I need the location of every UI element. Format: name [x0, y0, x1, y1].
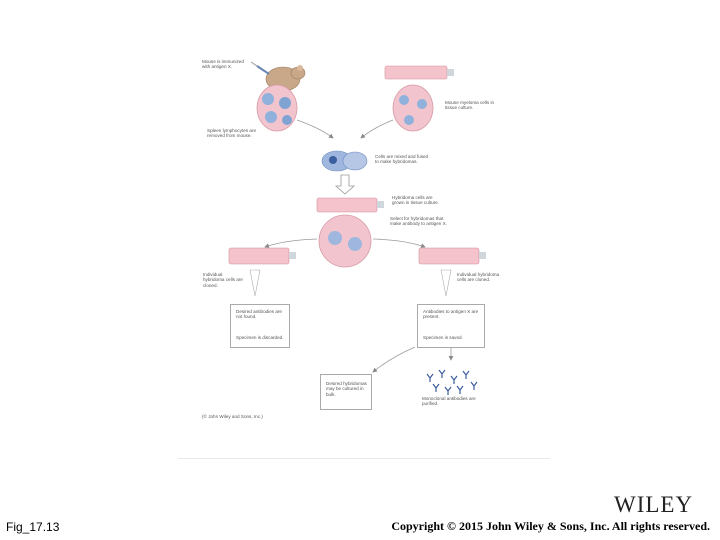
result-box-cultured: Desired hybridomas may be cultured in bu… — [320, 374, 372, 410]
label-present: Antibodies to antigen X are present. — [423, 309, 479, 320]
label-myeloma: Mouse myeloma cells in tissue culture. — [445, 100, 495, 111]
spleen-cell-dish — [257, 85, 297, 131]
label-hybridoma: Hybridoma cells are grown in tissue cult… — [392, 195, 444, 206]
myeloma-culture — [385, 66, 454, 131]
figure-number: Fig_17.13 — [6, 520, 59, 534]
label-select: Select for hybridomas that make antibody… — [390, 216, 448, 227]
hybridoma-culture — [317, 198, 384, 267]
label-individual-left: Individual hybridoma cells are cloned. — [203, 272, 245, 288]
label-fused: Cells are mixed and fused to make hybrid… — [375, 154, 430, 165]
figure-credit: (© John Wiley and Sons, Inc.) — [202, 414, 282, 419]
label-cultured: Desired hybridomas may be cultured in bu… — [326, 381, 368, 397]
monoclonal-antibody-diagram: Mouse is immunized with antigen X. Splee… — [195, 42, 513, 432]
label-mouse: Mouse is immunized with antigen X. — [202, 59, 252, 70]
divider — [178, 458, 550, 459]
label-individual-right: Individual hybridoma cells are cloned. — [457, 272, 507, 283]
label-spleen: Spleen lymphocytes are removed from mous… — [207, 128, 267, 139]
label-not-found: Desired antibodies are not found. — [236, 309, 284, 320]
label-purified: Monoclonal antibodies are purified. — [422, 396, 478, 407]
monoclonal-antibodies — [427, 370, 477, 395]
result-box-negative: Desired antibodies are not found. Specim… — [230, 304, 290, 348]
result-box-positive: Antibodies to antigen X are present. Spe… — [417, 304, 485, 348]
label-saved: Specimen is saved. — [423, 335, 479, 340]
fused-cells — [322, 151, 367, 171]
copyright-notice: Copyright © 2015 John Wiley & Sons, Inc.… — [391, 519, 710, 534]
label-discarded: Specimen is discarded. — [236, 335, 284, 340]
wiley-logo: WILEY — [614, 492, 693, 518]
